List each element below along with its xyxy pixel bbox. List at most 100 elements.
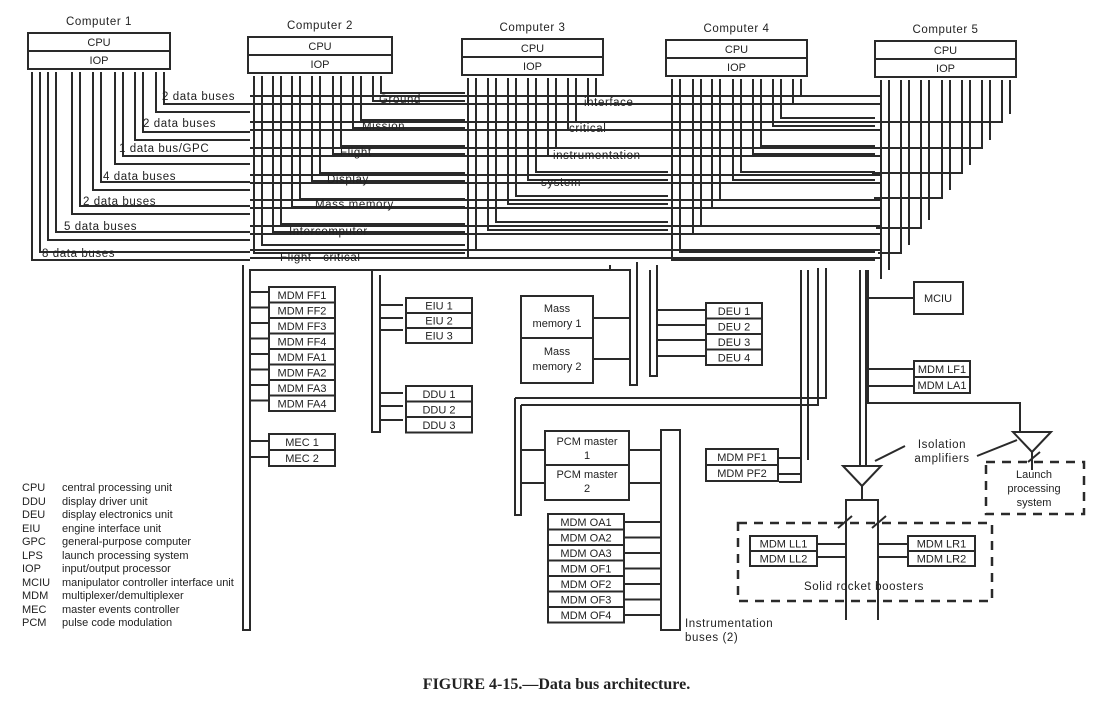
- bus-line: [719, 79, 875, 201]
- legend-text: pulse code modulation: [62, 617, 173, 629]
- bus-label: 4 data buses: [103, 171, 176, 183]
- bus-label: 2 data buses: [83, 196, 156, 208]
- bus-label: 8 data buses: [42, 248, 115, 260]
- bus-line: [800, 79, 875, 97]
- bus-line: [555, 78, 668, 149]
- iop-label: IOP: [311, 59, 330, 71]
- bus-line: [514, 268, 827, 516]
- leader-line: [874, 445, 906, 462]
- bus-line: [874, 80, 943, 199]
- mdm-l-label: MDM LF1: [918, 364, 966, 376]
- figure-caption: FIGURE 4-15.—Data bus architecture.: [422, 676, 691, 693]
- bus-label: 2 data buses: [143, 118, 216, 130]
- bus-line: [114, 72, 250, 165]
- bus-line: [372, 76, 465, 102]
- iop-label: IOP: [523, 61, 542, 73]
- leader-line: [976, 439, 1018, 457]
- computer-title: Computer 2: [287, 20, 353, 32]
- legend-text: multiplexer/demultiplexer: [62, 590, 184, 602]
- iop-label: IOP: [727, 62, 746, 74]
- bus-line: [280, 76, 465, 225]
- iop-box: [665, 57, 808, 77]
- mdm-f-label: MDM FF1: [278, 290, 327, 302]
- bus-label: 5 data buses: [64, 221, 137, 233]
- cpu-label: CPU: [934, 45, 957, 57]
- bus-name-display: Display: [327, 174, 369, 186]
- legend-abbr: IOP: [22, 563, 41, 575]
- bus-line: [870, 80, 983, 149]
- legend-abbr: CPU: [22, 482, 46, 494]
- mdm-f-label: MDM FA4: [278, 398, 327, 410]
- legend-abbr: LPS: [22, 549, 43, 562]
- legend-abbr: EIU: [22, 522, 41, 535]
- legend-text: launch processing system: [62, 549, 189, 562]
- bus-line: [55, 72, 250, 233]
- ddu-label: DDU 1: [422, 389, 455, 401]
- ddu-label: DDU 2: [422, 404, 455, 416]
- legend-text: central processing unit: [62, 482, 173, 494]
- bus-line: [495, 78, 668, 223]
- mec-label: MEC 1: [285, 437, 319, 449]
- bus-line: [535, 78, 668, 173]
- bus-line: [660, 429, 681, 631]
- mass-memory-1-label-a: Mass: [544, 303, 571, 315]
- bus-line: [792, 79, 875, 105]
- instr-buses-label-a: Instrumentation: [685, 618, 773, 630]
- bus-line: [878, 80, 902, 254]
- bus-line: [311, 76, 465, 182]
- mciu-box: [913, 281, 964, 315]
- mdm-l-box: [913, 376, 971, 394]
- legend-text: engine interface unit: [62, 522, 162, 535]
- bus-line: [780, 79, 875, 119]
- iop-box: [27, 50, 171, 70]
- bus-line: [872, 80, 963, 174]
- pcm-master-1-box: [544, 430, 630, 466]
- bus-line: [332, 76, 465, 155]
- ddu-stack: DDU 1 DDU 2 DDU 3: [405, 385, 473, 434]
- bus-name-mass-memory: Mass memory: [315, 199, 394, 211]
- ddu-label: DDU 3: [422, 420, 455, 432]
- bus-line: [261, 76, 465, 246]
- mass-memory-2-label-b: memory 2: [533, 361, 582, 373]
- legend-abbr: MDM: [22, 590, 49, 602]
- bus-count-labels: 2 data buses 2 data buses 1 data bus/GPC…: [42, 91, 234, 260]
- iop-label: IOP: [936, 63, 955, 75]
- isolation-amplifiers: Isolation amplifiers: [840, 431, 1054, 488]
- isolation-label-b: amplifiers: [914, 453, 969, 465]
- bus-line: [507, 78, 668, 205]
- pcm-master-2-box: [544, 464, 630, 501]
- bus-line: [360, 76, 465, 121]
- mass-memory-2-label-a: Mass: [544, 346, 571, 358]
- legend-row: EIU engine interface unit: [22, 523, 234, 537]
- bus-name-interface: interface: [584, 97, 634, 109]
- legend-text: input/output processor: [62, 563, 171, 575]
- mdm-f-label: MDM FF3: [278, 321, 327, 333]
- mdm-o-label: MDM OF3: [561, 594, 612, 606]
- legend-abbr: DDU: [22, 495, 46, 508]
- pcm-master-1-label-a: PCM master: [556, 436, 617, 448]
- bus-line: [155, 72, 250, 113]
- mass-memory-2-box: [520, 337, 594, 384]
- bus-name-system: system: [541, 177, 581, 189]
- eiu-label: EIU 3: [425, 331, 453, 343]
- lps-label-b: processing: [1007, 483, 1060, 495]
- bus-line: [649, 265, 658, 377]
- mdm-ll-box: [749, 550, 818, 567]
- cpu-label: CPU: [87, 37, 110, 49]
- legend-abbr: MEC: [22, 603, 47, 616]
